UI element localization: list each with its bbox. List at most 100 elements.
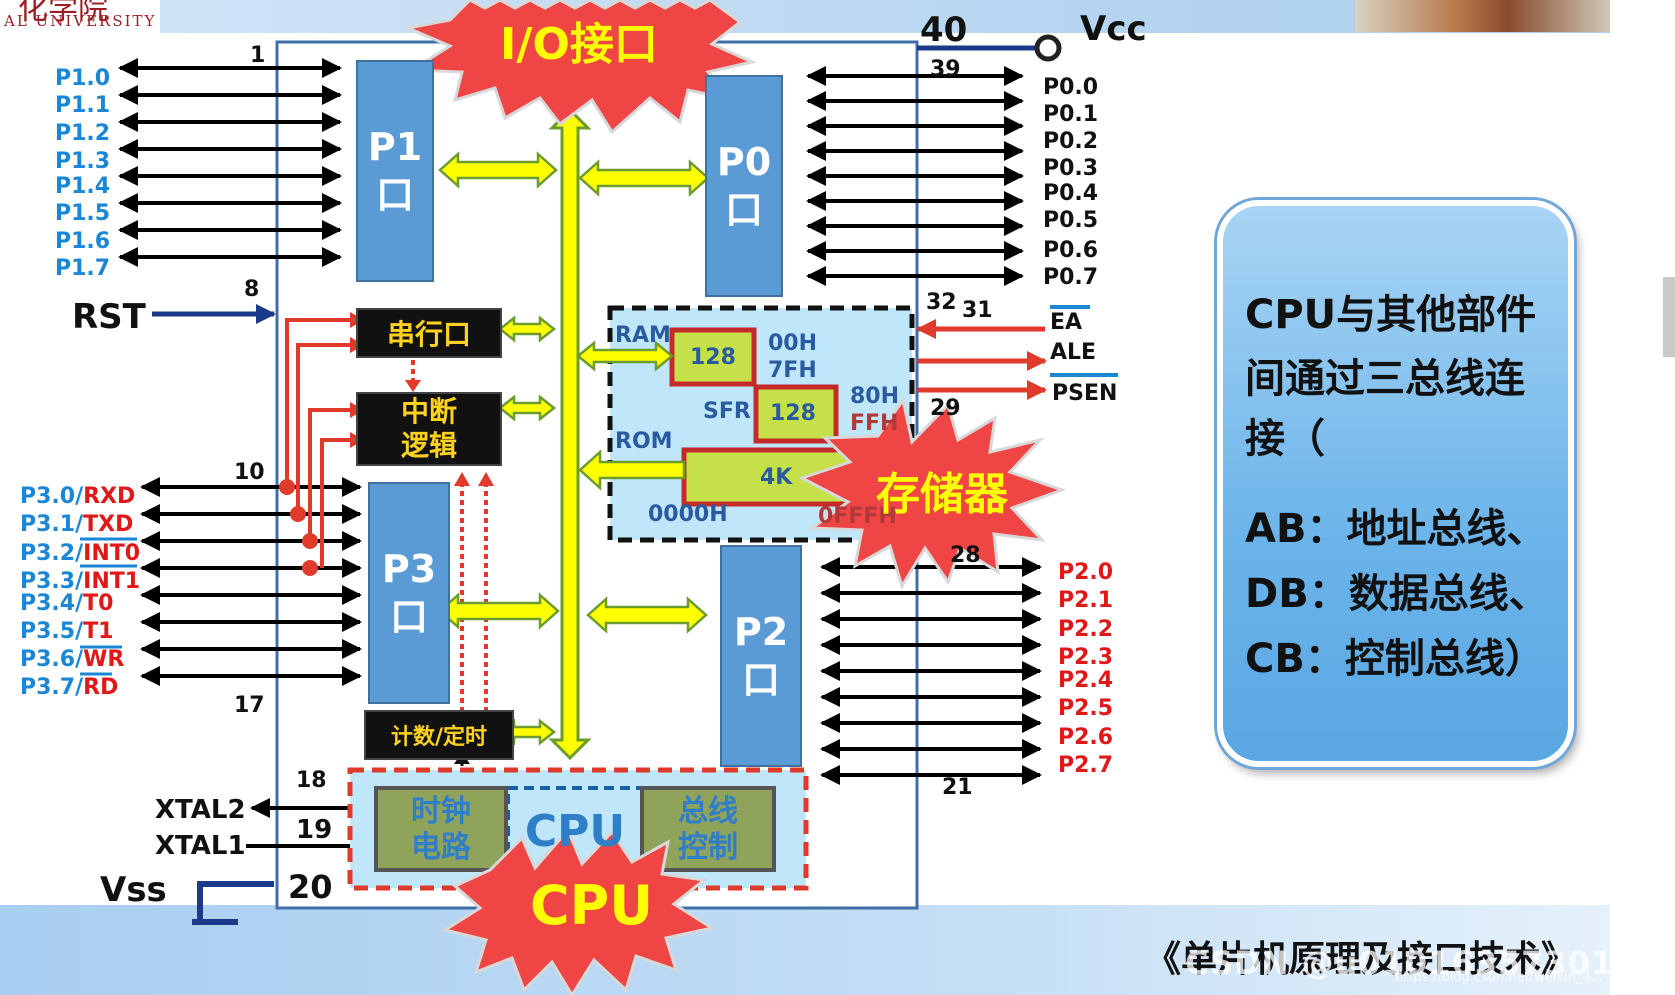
rom-size: 4K	[760, 465, 793, 490]
p3-pin-name: P3.2/	[20, 541, 84, 566]
pin-number-8: 8	[244, 277, 260, 302]
footer-band	[0, 905, 1610, 995]
pin-number-32: 32	[926, 290, 957, 315]
book-title: 《单片机原理及接口技术》	[1145, 939, 1578, 980]
ale-label: ALE	[1050, 340, 1097, 365]
pin-number-17: 17	[234, 693, 265, 718]
pin-number-21: 21	[942, 775, 973, 800]
cpu-core-text: CPU	[524, 805, 626, 857]
sfr-block	[753, 384, 839, 444]
p3-pin-func: TXD	[83, 512, 134, 537]
rom-label: ROM	[615, 429, 673, 454]
p0-pin-label: P0.2	[1043, 129, 1099, 154]
pin-number-39: 39	[930, 57, 961, 82]
bus-control-label-2: 控制	[678, 830, 738, 865]
addr-7fh: 7FH	[768, 358, 817, 383]
clock-circuit-label: 时钟 电路	[376, 792, 506, 868]
addr-0fffh: 0FFFH	[818, 504, 897, 529]
serial-port-label: 串行口	[386, 318, 471, 351]
p3-pin-func: T0	[83, 591, 114, 616]
pin-number-10: 10	[234, 460, 265, 485]
p3-pin-label: P3.2/INT0	[20, 543, 140, 565]
io-interface-title: I/O接口	[500, 19, 658, 70]
ground-symbol	[192, 881, 274, 925]
logo-chars: 化学院	[18, 0, 108, 27]
p3-pin-name: P3.4/	[20, 591, 84, 616]
p3-pin-name: P3.6/	[20, 647, 84, 672]
p1-pin-label: P1.5	[55, 201, 111, 226]
psen-label: PSEN	[1052, 381, 1118, 406]
p2-pin-label: P2.3	[1058, 645, 1114, 670]
cpu-title: CPU	[530, 874, 654, 937]
campus-photo	[1355, 0, 1610, 32]
memory-title: 存储器	[876, 469, 1008, 520]
p1-port-name: P1	[367, 125, 423, 169]
p2-pin-lines	[820, 557, 1042, 785]
p3-pin-label: P3.1/TXD	[20, 514, 133, 536]
p0-pin-label: P0.7	[1043, 265, 1099, 290]
pin-number-40: 40	[920, 10, 968, 50]
p1-pin-label: P1.6	[55, 229, 111, 254]
p1-pin-label: P1.1	[55, 93, 111, 118]
pin-number-28: 28	[950, 543, 981, 568]
addr-80h: 80H	[850, 384, 900, 409]
addr-00h: 00H	[768, 331, 818, 356]
pin-number-1: 1	[250, 43, 266, 68]
p3-pin-label: P3.3/INT1	[20, 571, 140, 593]
clock-block	[374, 786, 508, 872]
pin-number-18: 18	[296, 768, 327, 793]
p1-port-char: 口	[375, 173, 414, 217]
addr-0000h: 0000H	[648, 502, 728, 527]
p3-pin-func: WR	[83, 647, 125, 672]
p3-pin-name: P3.1/	[20, 512, 84, 537]
callout-line-4: AB：地址总线、	[1245, 506, 1547, 552]
p0-pin-label: P0.0	[1043, 75, 1099, 100]
p3-pin-lines	[140, 477, 362, 686]
p1-port-block: P1 口	[356, 60, 434, 282]
p0-port-char: 口	[724, 188, 763, 232]
p0-pin-lines	[806, 66, 1024, 286]
p1-pin-label: P1.0	[55, 66, 111, 91]
vss-label: Vss	[100, 870, 167, 910]
p2-pin-label: P2.0	[1058, 560, 1114, 585]
p3-pin-func: INT0	[83, 541, 141, 566]
ram-label: RAM	[615, 323, 671, 348]
p3-junctions	[279, 479, 318, 576]
interrupt-label-2: 逻辑	[400, 429, 457, 462]
p0-pin-label: P0.4	[1043, 181, 1099, 206]
callout-line-3: 接（	[1245, 416, 1325, 462]
bus-connectors	[438, 151, 710, 746]
callout-line-5: DB：数据总线、	[1245, 571, 1549, 617]
p2-port-char: 口	[741, 658, 780, 702]
clock-label-2: 电路	[411, 830, 471, 865]
p2-pin-label: P2.5	[1058, 696, 1114, 721]
main-bus	[548, 107, 592, 761]
sfr-label: SFR	[703, 399, 751, 424]
sfr-size: 128	[770, 401, 816, 426]
vcc-terminal	[1034, 34, 1062, 62]
ram-size: 128	[690, 345, 736, 370]
pin-number-20: 20	[288, 868, 333, 906]
p0-pin-label: P0.5	[1043, 208, 1099, 233]
p3-pin-label: P3.0/RXD	[20, 486, 135, 508]
p3-control-lines	[285, 318, 350, 568]
p1-pin-label: P1.7	[55, 256, 111, 281]
p2-pin-label: P2.6	[1058, 725, 1114, 750]
p3-port-name: P3	[381, 547, 437, 591]
p3-pin-label: P3.7/RD	[20, 677, 118, 699]
bus-control-label-1: 总线	[678, 794, 738, 829]
ea-label: EA	[1050, 310, 1083, 335]
callout-line-1: CPU与其他部件	[1245, 292, 1537, 338]
callout-line-2: 间通过三总线连	[1245, 356, 1525, 402]
p3-pin-name: P3.0/	[20, 484, 84, 509]
p1-pin-lines	[118, 58, 342, 267]
p3-pin-func: RD	[83, 675, 119, 700]
serial-port-block: 串行口	[356, 308, 502, 358]
p3-pin-func: RXD	[83, 484, 136, 509]
p3-port-char: 口	[389, 595, 428, 639]
university-logo: 化学院 AL UNIVERSITY	[0, 0, 160, 32]
scroll-tab	[1663, 277, 1675, 357]
pin-number-31: 31	[962, 298, 993, 323]
callout-line-6: CB：控制总线）	[1245, 636, 1545, 682]
